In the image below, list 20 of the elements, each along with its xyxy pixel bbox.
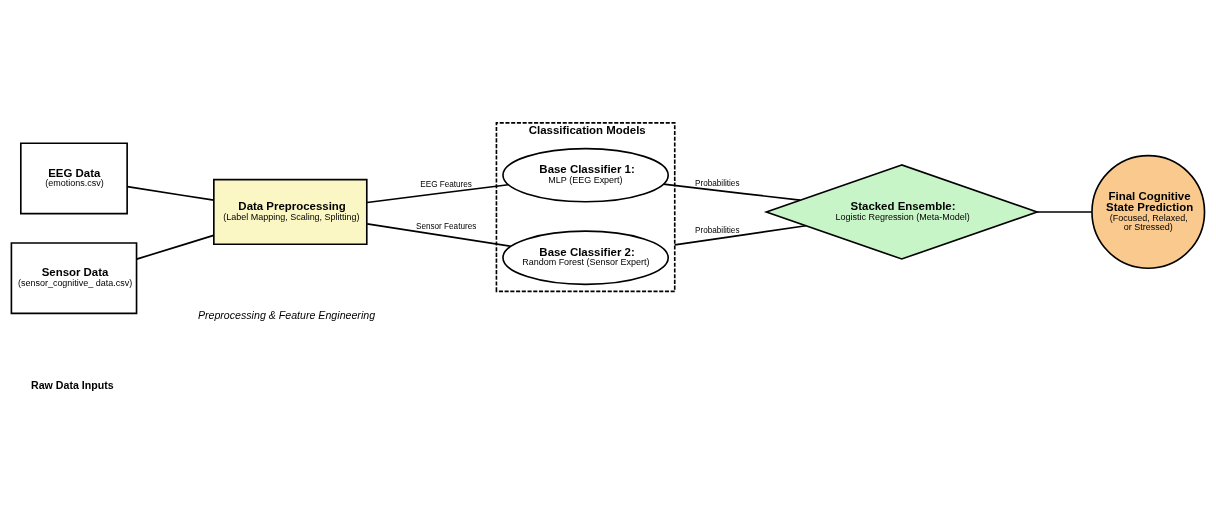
node-ellipse: Base Classifier 1: MLP (EEG Expert) bbox=[502, 147, 670, 203]
connector bbox=[126, 185, 215, 201]
connector bbox=[673, 224, 807, 246]
connector bbox=[662, 182, 801, 201]
connector bbox=[135, 234, 215, 260]
node-box: EEG Data (emotions.csv) bbox=[20, 141, 128, 214]
connector bbox=[366, 222, 512, 247]
node-ellipse: Base Classifier 2: Random Forest (Sensor Expert) bbox=[502, 229, 670, 285]
edge-label: Probabilities bbox=[695, 225, 740, 235]
connector bbox=[366, 183, 510, 203]
label: Preprocessing & Feature Engineering bbox=[197, 308, 376, 321]
node-box: Data Preprocessing (Label Mapping, Scaling, Splitting) bbox=[213, 178, 368, 245]
connector bbox=[1036, 210, 1093, 213]
edge-label: Sensor Features bbox=[415, 221, 477, 231]
node-circle: Final Cognitive State Prediction (Focused, Relaxed, or Stressed) bbox=[1091, 154, 1206, 269]
edge-label: Probabilities bbox=[695, 178, 740, 188]
node-diamond: Stacked Ensemble: Logistic Regression (Meta-Model) bbox=[763, 163, 1040, 260]
edge-label: EEG Features bbox=[420, 179, 472, 189]
node-box: Sensor Data (sensor_cognitive_ data.csv) bbox=[10, 241, 138, 314]
label: Raw Data Inputs bbox=[31, 378, 114, 391]
